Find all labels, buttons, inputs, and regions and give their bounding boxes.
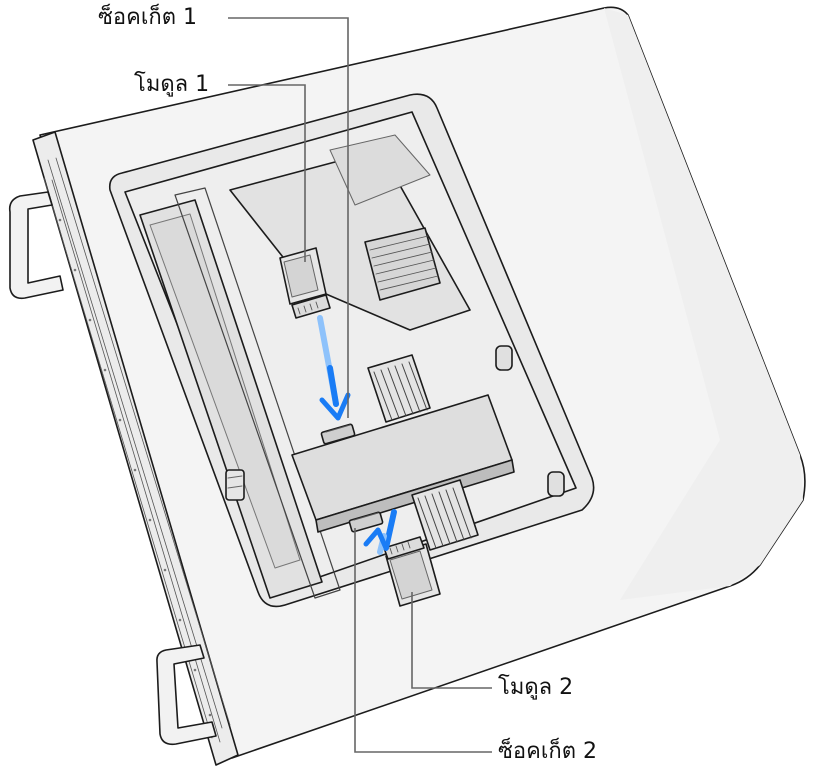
module-1: [279, 247, 331, 319]
socket-1: [320, 423, 356, 445]
bottom-handle: [156, 644, 217, 746]
upper-heatsink: [367, 354, 431, 423]
leader-module-2: [411, 592, 492, 689]
up-arrow-icon: [363, 509, 397, 555]
front-panel: [32, 131, 239, 766]
callout-module-2: โมดูล 2: [498, 675, 574, 700]
top-handle: [8, 191, 64, 300]
leader-socket-2: [354, 528, 492, 753]
callout-socket-1: ซ็อคเก็ต 1: [98, 5, 197, 30]
clip-lower: [547, 471, 565, 497]
callout-socket-2: ซ็อคเก็ต 2: [498, 739, 597, 764]
socket-2: [348, 511, 384, 533]
clip-upper: [495, 345, 513, 371]
down-arrow-icon: [317, 315, 351, 421]
leader-module-1: [228, 84, 306, 262]
grille-dots: [58, 218, 212, 717]
leader-socket-1: [228, 17, 349, 418]
module-2: [383, 536, 441, 607]
chassis-side-shade: [604, 8, 803, 600]
callout-module-1: โมดูล 1: [134, 72, 210, 97]
